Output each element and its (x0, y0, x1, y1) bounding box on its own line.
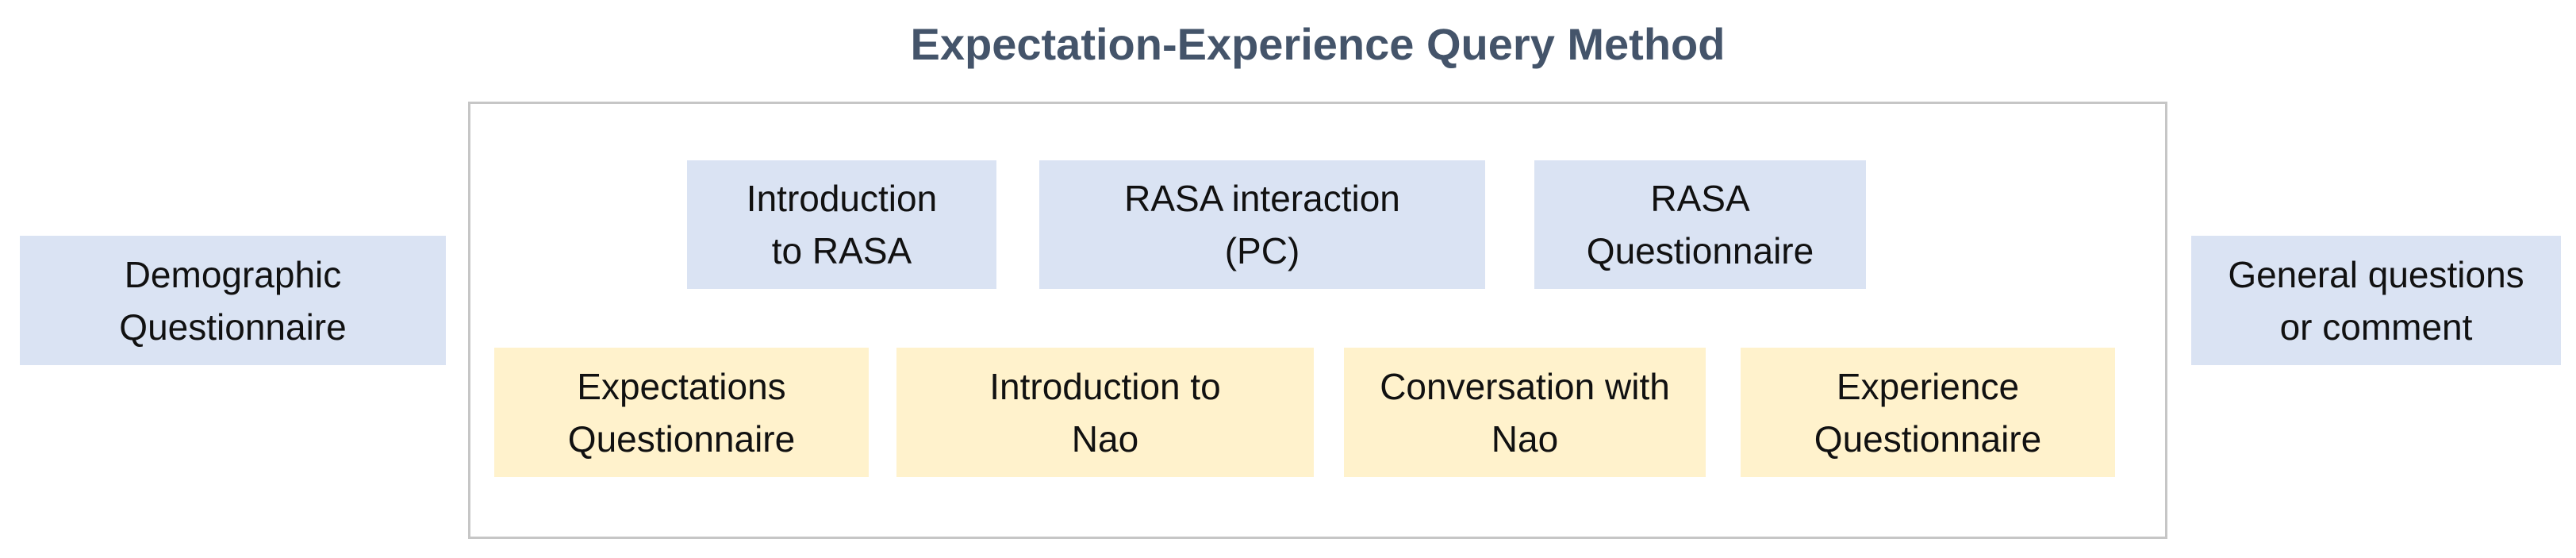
diagram-title: Expectation-Experience Query Method (910, 19, 1726, 69)
stage-box-conversation-with-nao: Conversation with Nao (1344, 348, 1706, 477)
stage-box-demographic-questionnaire: Demographic Questionnaire (20, 236, 446, 365)
stage-box-experience-questionnaire: Experience Questionnaire (1741, 348, 2115, 477)
stage-box-rasa-questionnaire: RASA Questionnaire (1534, 160, 1866, 289)
stage-box-expectations-questionnaire: Expectations Questionnaire (494, 348, 869, 477)
stage-box-introduction-to-nao: Introduction to Nao (896, 348, 1314, 477)
stage-box-rasa-interaction-pc: RASA interaction (PC) (1039, 160, 1485, 289)
stage-box-introduction-to-rasa: Introduction to RASA (687, 160, 996, 289)
stage-box-general-questions-or-comment: General questions or comment (2191, 236, 2561, 365)
